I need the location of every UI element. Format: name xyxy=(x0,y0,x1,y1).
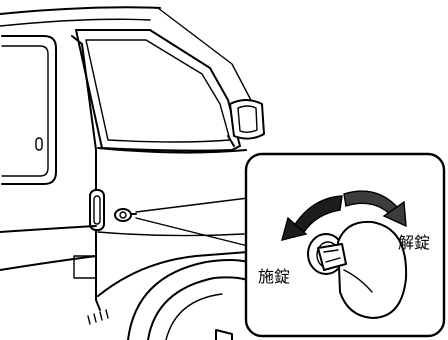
leader-line-top xyxy=(136,198,248,212)
door-key-cylinder xyxy=(115,209,136,221)
windshield-pillar xyxy=(158,8,254,106)
unlock-label: 解錠 xyxy=(398,233,430,252)
leader-line-bottom xyxy=(136,218,248,246)
rocker-upper-line xyxy=(0,226,96,232)
wheel-arch-inner xyxy=(148,277,248,340)
roof-line-inner xyxy=(0,19,150,26)
door-handle xyxy=(90,190,104,230)
zoom-callout: 施錠 解錠 xyxy=(246,154,444,336)
side-mirror xyxy=(228,100,264,146)
lock-label: 施錠 xyxy=(258,267,290,286)
body-crease-line xyxy=(98,232,244,236)
interior-handle xyxy=(36,138,42,150)
key-head xyxy=(338,222,406,318)
wheel-arch-outer xyxy=(128,260,248,340)
key-blade xyxy=(318,244,346,270)
vehicle-body xyxy=(0,7,264,340)
tire-arc xyxy=(166,294,222,340)
tire-tread-marks xyxy=(88,310,108,324)
rocker-lower-line xyxy=(0,256,96,270)
rear-window-inner xyxy=(2,46,48,176)
front-window-glass xyxy=(86,40,230,142)
roof-line-outer xyxy=(0,7,160,14)
mudflap-bracket xyxy=(216,330,232,340)
